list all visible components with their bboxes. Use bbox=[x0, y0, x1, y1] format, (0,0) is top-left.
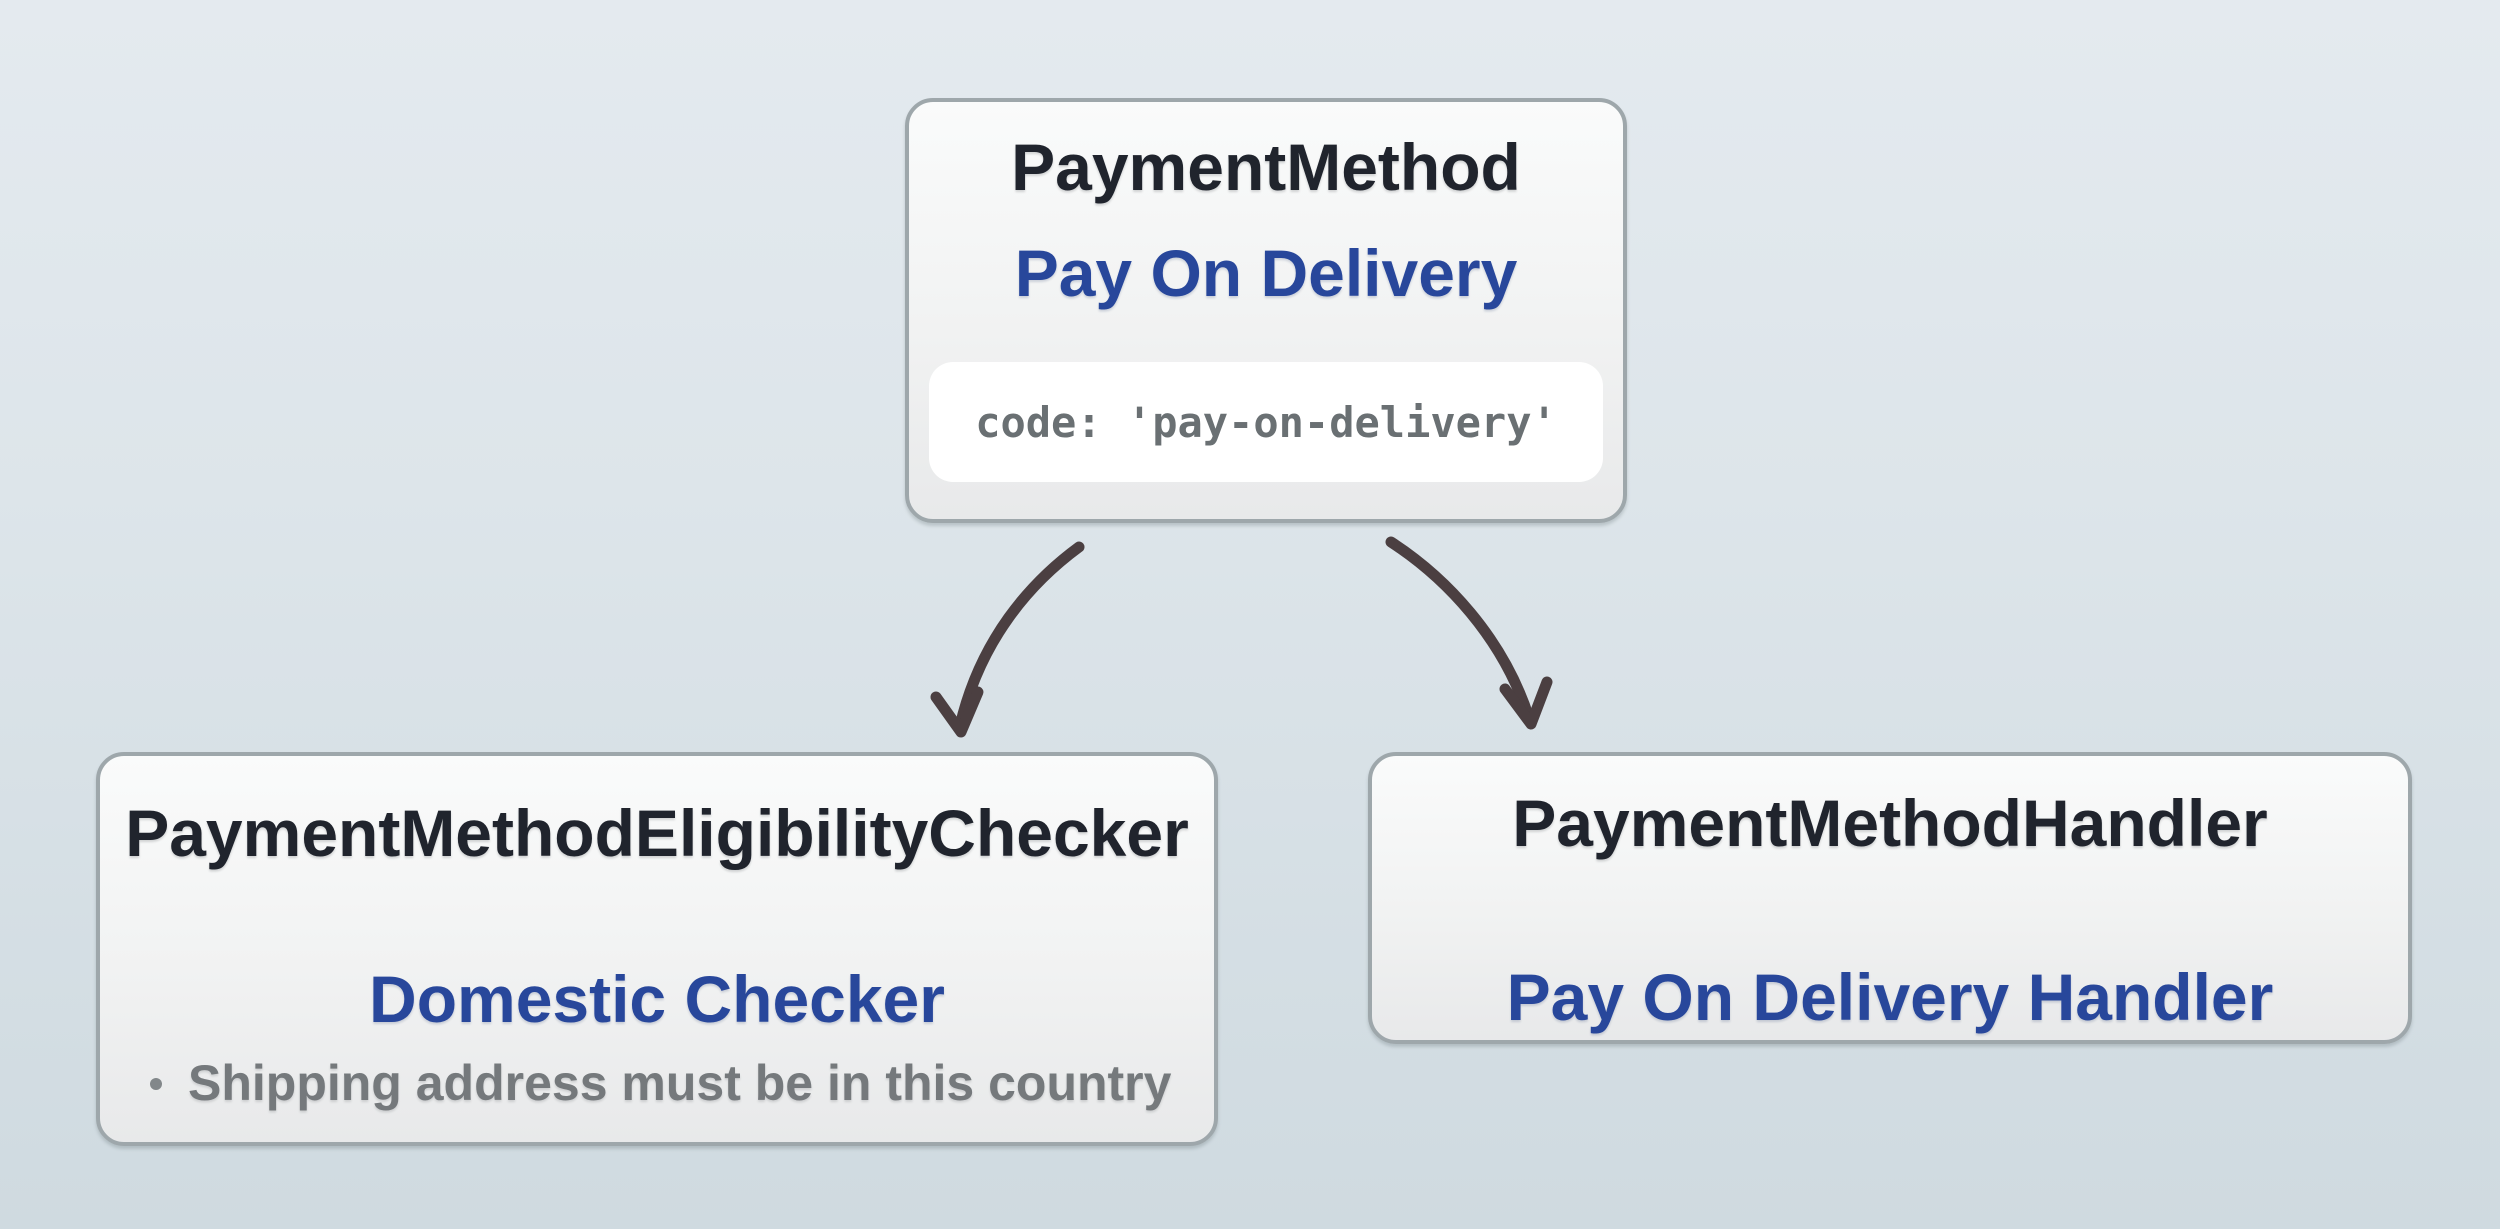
node-subtitle: Pay On Delivery Handler bbox=[1506, 960, 2274, 1034]
node-title: PaymentMethodEligibilityChecker bbox=[125, 796, 1189, 870]
node-title: PaymentMethodHandler bbox=[1512, 786, 2268, 860]
code-snippet: code: 'pay-on-delivery' bbox=[975, 397, 1557, 447]
arrow-to-eligibility-checker bbox=[930, 541, 1085, 738]
node-payment-method: PaymentMethod Pay On Delivery code: 'pay… bbox=[905, 98, 1627, 523]
code-pill: code: 'pay-on-delivery' bbox=[929, 362, 1603, 482]
node-subtitle: Domestic Checker bbox=[369, 962, 945, 1036]
node-handler: PaymentMethodHandler Pay On Delivery Han… bbox=[1368, 752, 2412, 1044]
bullet-text: Shipping address must be in this country bbox=[188, 1055, 1172, 1111]
node-subtitle: Pay On Delivery bbox=[1014, 236, 1518, 310]
arrowhead-icon bbox=[1499, 676, 1553, 730]
arrow-to-handler bbox=[1385, 536, 1553, 730]
node-eligibility-checker: PaymentMethodEligibilityChecker Domestic… bbox=[96, 752, 1218, 1146]
curved-arrow-shaft bbox=[1385, 536, 1535, 724]
bullet-item: Shipping address must be in this country bbox=[150, 1056, 1196, 1111]
curved-arrow-shaft bbox=[954, 541, 1085, 732]
bullet-dot-icon bbox=[150, 1077, 162, 1090]
arrowhead-icon bbox=[930, 686, 984, 738]
node-title: PaymentMethod bbox=[1011, 130, 1521, 204]
